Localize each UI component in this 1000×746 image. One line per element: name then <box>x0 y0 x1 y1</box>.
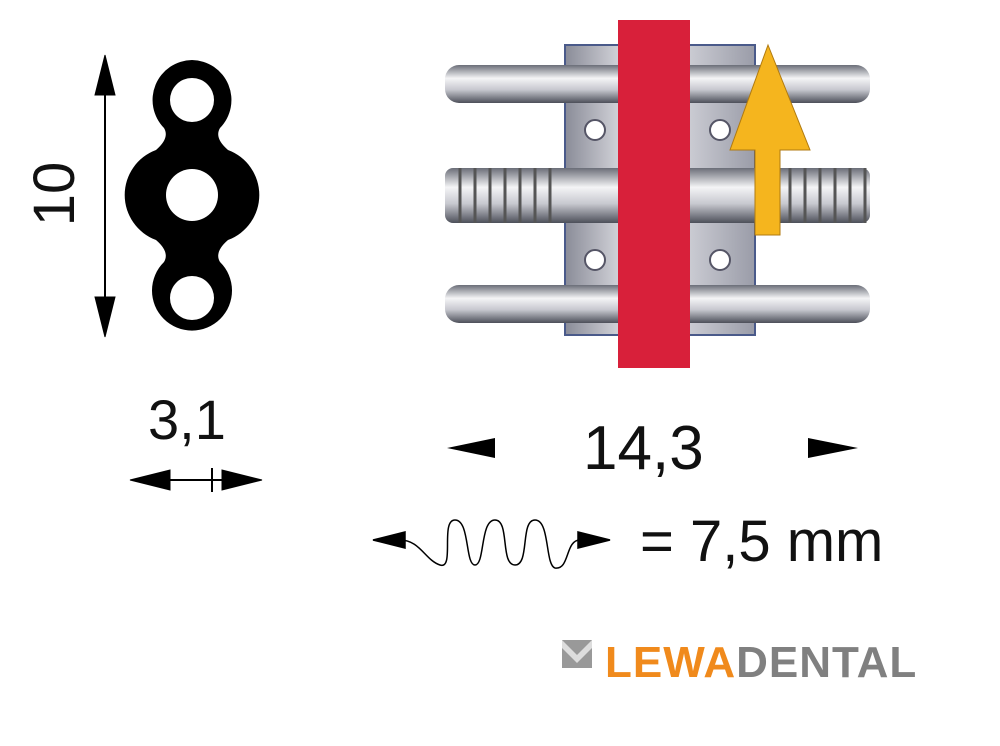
spring-icon <box>372 519 611 569</box>
expansion-screw <box>445 20 870 368</box>
logo-mark-icon <box>562 640 592 668</box>
bone-plate <box>124 60 260 331</box>
red-key-bar <box>618 20 690 368</box>
screw-width-arrows <box>447 438 858 458</box>
spring-expansion-label: = 7,5 mm <box>640 509 884 574</box>
width-arrow <box>129 468 263 492</box>
plate-width-label: 3,1 <box>148 388 226 451</box>
logo-part1: LEWA <box>605 638 737 687</box>
height-arrow <box>94 54 116 338</box>
screw-width-label: 14,3 <box>583 414 704 483</box>
direction-arrow-icon <box>729 43 811 236</box>
logo-part2: DENTAL <box>736 638 918 687</box>
plate-height-label: 10 <box>22 161 87 227</box>
lewadental-logo: LEWADENTAL <box>605 638 917 688</box>
